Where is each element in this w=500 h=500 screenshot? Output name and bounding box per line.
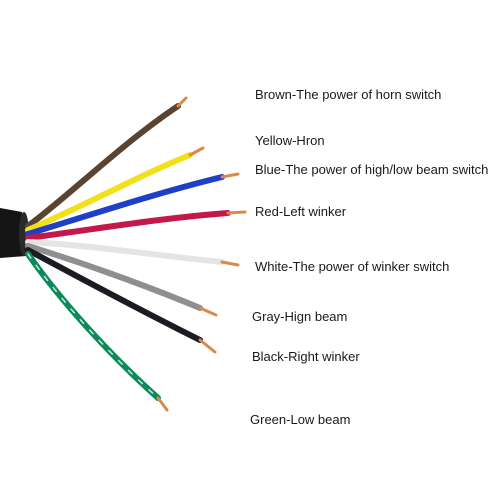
wire-white: [25, 239, 240, 267]
wire-blue: [25, 172, 240, 237]
wire-gray-copper: [198, 306, 218, 317]
wire-red: [25, 210, 247, 241]
wire-gray-insulation: [25, 243, 203, 311]
wire-brown-copper: [176, 96, 188, 108]
wire-black: [25, 247, 217, 354]
wire-brown: [25, 96, 188, 229]
wire-black-copper: [198, 338, 217, 354]
label-gray: Gray-Hign beam: [252, 309, 348, 324]
wire-yellow-copper: [188, 146, 205, 157]
wire-green-copper: [156, 396, 169, 412]
wire-yellow-insulation: [25, 152, 193, 233]
wire-blue-copper: [220, 172, 240, 179]
wire-red-copper: [226, 210, 247, 215]
wire-green-white-stripe: [27, 253, 159, 399]
wire-brown-insulation: [25, 103, 181, 229]
wire-white-copper: [220, 260, 240, 267]
wire-black-insulation: [25, 247, 203, 343]
label-black: Black-Right winker: [252, 349, 360, 364]
wire-green: [25, 251, 169, 412]
wire-red-insulation: [25, 210, 231, 241]
wire-gray: [25, 243, 218, 317]
wire-blue-insulation: [25, 174, 225, 237]
label-brown: Brown-The power of horn switch: [255, 87, 442, 102]
wire-green-insulation: [25, 251, 161, 401]
label-red: Red-Left winker: [255, 204, 347, 219]
wire-yellow: [25, 146, 205, 233]
label-yellow: Yellow-Hron: [255, 133, 325, 148]
label-green: Green-Low beam: [250, 412, 351, 427]
label-white: White-The power of winker switch: [255, 259, 450, 274]
wire-white-insulation: [25, 239, 225, 265]
label-blue: Blue-The power of high/low beam switch: [255, 162, 489, 177]
sheath-body: [0, 208, 26, 258]
cable-sheath: [0, 208, 29, 258]
